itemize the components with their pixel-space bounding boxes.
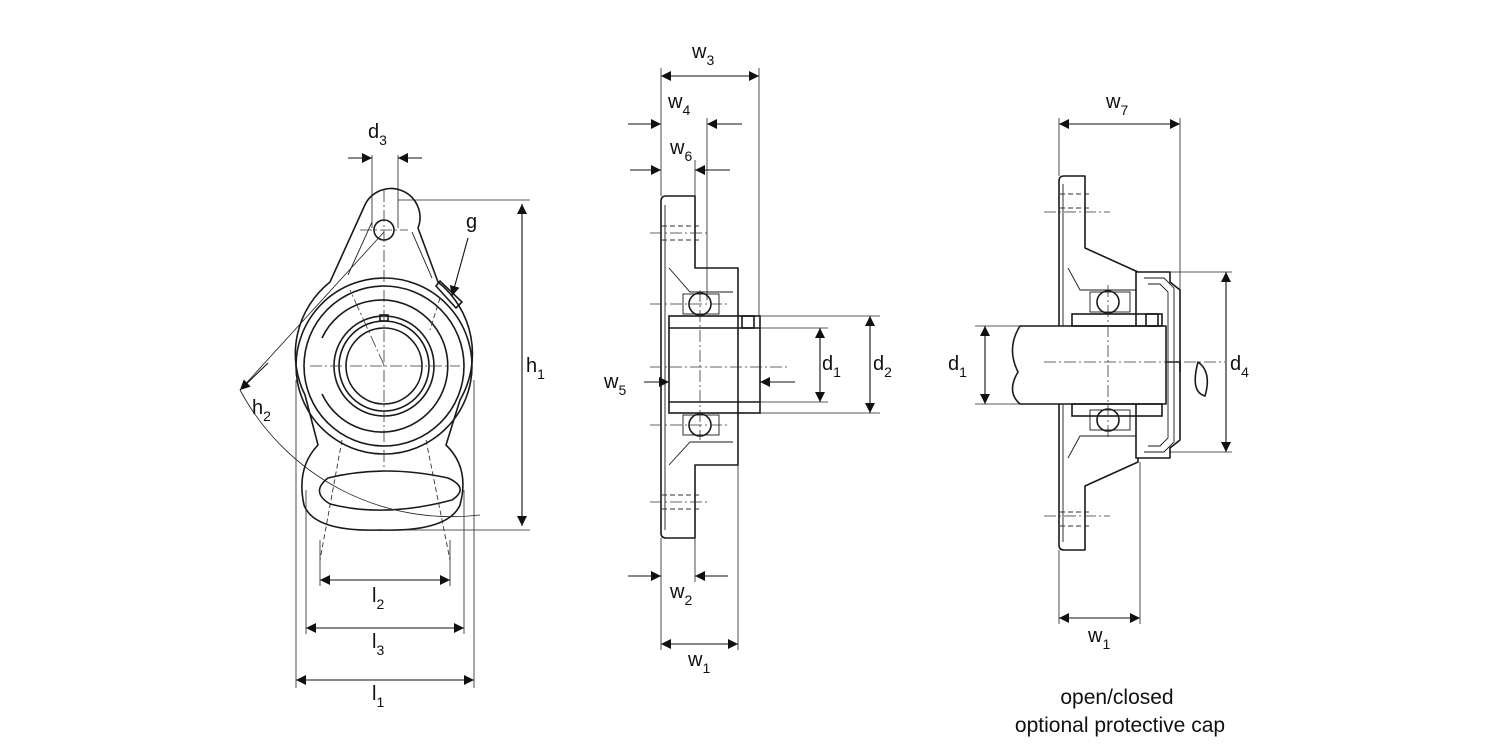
side-view	[628, 68, 880, 650]
set-screw-section	[741, 315, 755, 329]
h2-arc	[239, 389, 481, 518]
shaft	[1011, 325, 1167, 405]
rib-right	[411, 231, 433, 279]
label-w2: w2	[669, 581, 692, 608]
label-l1: l1	[372, 683, 384, 710]
cap-inner-ring-bottom	[1071, 403, 1163, 417]
cap-inner-ring-top	[1071, 313, 1163, 327]
shaft-break	[1194, 361, 1209, 397]
label-g: g	[466, 211, 477, 233]
label-w5: w5	[603, 371, 626, 398]
label-d1-cap: d1	[948, 353, 967, 380]
bearing-cut-ring	[321, 299, 449, 433]
label-d4: d4	[1230, 353, 1249, 380]
caption-line2: optional protective cap	[1015, 714, 1225, 737]
label-l3: l3	[372, 631, 384, 658]
label-w6: w6	[669, 137, 692, 164]
dimension-labels: d3 g h1 h2 l2 l3 l1 w3 w4 w6 w5 w2 w1 d1…	[252, 41, 1249, 737]
label-d3: d3	[368, 121, 387, 148]
lower-slot	[318, 470, 461, 511]
label-w1-side: w1	[687, 649, 710, 676]
front-view	[239, 153, 530, 688]
label-w7: w7	[1105, 91, 1128, 118]
inner-ring-section	[668, 315, 761, 414]
cap-view	[975, 118, 1232, 624]
grease-nipple	[434, 279, 464, 310]
label-w3: w3	[691, 41, 714, 68]
label-h1: h1	[526, 355, 545, 382]
label-h2: h2	[252, 397, 271, 424]
label-d2: d2	[873, 353, 892, 380]
grease-channel	[429, 297, 441, 331]
label-l2: l2	[372, 585, 384, 612]
rib-left	[347, 221, 373, 276]
label-w4: w4	[667, 91, 690, 118]
caption-line1: open/closed	[1060, 686, 1173, 709]
label-w1-cap: w1	[1087, 625, 1110, 652]
label-d1-side: d1	[822, 353, 841, 380]
